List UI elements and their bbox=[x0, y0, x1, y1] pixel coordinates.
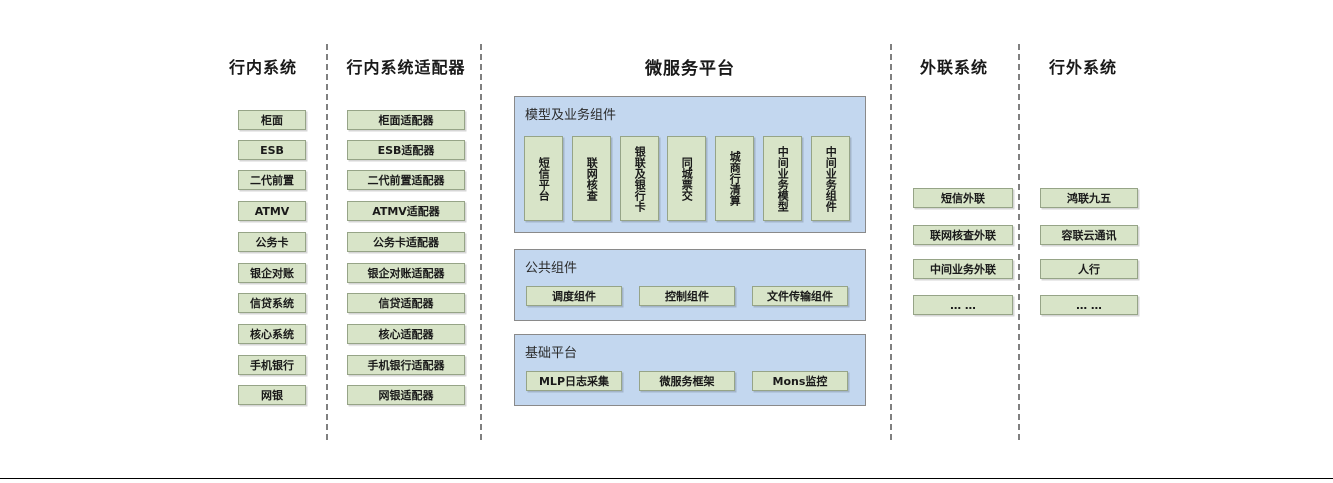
node-outside-bank-system[interactable]: … … bbox=[1040, 295, 1138, 315]
node-label: 中间业务组件 bbox=[824, 145, 838, 212]
column-header-internal-adapters: 行内系统适配器 bbox=[346, 58, 466, 77]
node-internal-adapter[interactable]: ESB适配器 bbox=[347, 140, 465, 160]
node-label: 同城票交 bbox=[680, 156, 694, 201]
node-platform-component[interactable]: 同城票交 bbox=[667, 136, 706, 221]
node-public-component[interactable]: 控制组件 bbox=[639, 286, 735, 306]
node-external-link-system[interactable]: … … bbox=[913, 295, 1013, 315]
node-internal-adapter[interactable]: 公务卡适配器 bbox=[347, 232, 465, 252]
node-public-component[interactable]: 调度组件 bbox=[526, 286, 622, 306]
bottom-divider-rule bbox=[0, 478, 1333, 479]
node-internal-system[interactable]: 网银 bbox=[238, 385, 306, 405]
node-internal-system[interactable]: 信贷系统 bbox=[238, 293, 306, 313]
node-internal-adapter[interactable]: 二代前置适配器 bbox=[347, 170, 465, 190]
node-label: 银联及银行卡 bbox=[633, 145, 647, 212]
node-public-component[interactable]: 文件传输组件 bbox=[752, 286, 848, 306]
node-outside-bank-system[interactable]: 鸿联九五 bbox=[1040, 188, 1138, 208]
panel-public-components: 公共组件 bbox=[514, 249, 866, 321]
node-internal-system[interactable]: ATMV bbox=[238, 201, 306, 221]
node-base-platform-component[interactable]: Mons监控 bbox=[752, 371, 848, 391]
node-internal-adapter[interactable]: 手机银行适配器 bbox=[347, 355, 465, 375]
node-platform-component[interactable]: 中间业务模型 bbox=[763, 136, 802, 221]
node-platform-component[interactable]: 短信平台 bbox=[524, 136, 563, 221]
node-internal-adapter[interactable]: 网银适配器 bbox=[347, 385, 465, 405]
node-internal-system[interactable]: 二代前置 bbox=[238, 170, 306, 190]
node-outside-bank-system[interactable]: 人行 bbox=[1040, 259, 1138, 279]
node-internal-system[interactable]: 公务卡 bbox=[238, 232, 306, 252]
node-label: 联网核查 bbox=[585, 156, 599, 201]
node-label: 中间业务模型 bbox=[776, 145, 790, 212]
panel-base-platform: 基础平台 bbox=[514, 334, 866, 406]
node-internal-adapter[interactable]: 信贷适配器 bbox=[347, 293, 465, 313]
node-internal-system[interactable]: 核心系统 bbox=[238, 324, 306, 344]
node-internal-system[interactable]: 银企对账 bbox=[238, 263, 306, 283]
node-label: 短信平台 bbox=[537, 156, 551, 201]
panel-title-base-platform: 基础平台 bbox=[525, 346, 578, 361]
node-internal-system[interactable]: 手机银行 bbox=[238, 355, 306, 375]
node-outside-bank-system[interactable]: 容联云通讯 bbox=[1040, 225, 1138, 245]
column-header-outside-bank-systems: 行外系统 bbox=[1048, 58, 1117, 77]
column-header-internal-systems: 行内系统 bbox=[228, 58, 297, 77]
divider-3 bbox=[890, 44, 892, 440]
node-internal-adapter[interactable]: ATMV适配器 bbox=[347, 201, 465, 221]
column-header-external-link-systems: 外联系统 bbox=[919, 58, 988, 77]
node-internal-adapter[interactable]: 柜面适配器 bbox=[347, 110, 465, 130]
node-label: 城商行清算 bbox=[728, 151, 742, 206]
divider-2 bbox=[480, 44, 482, 440]
panel-title-public-components: 公共组件 bbox=[525, 261, 578, 276]
node-base-platform-component[interactable]: MLP日志采集 bbox=[526, 371, 622, 391]
node-internal-adapter[interactable]: 银企对账适配器 bbox=[347, 263, 465, 283]
node-internal-system[interactable]: ESB bbox=[238, 140, 306, 160]
divider-1 bbox=[326, 44, 328, 440]
node-base-platform-component[interactable]: 微服务框架 bbox=[639, 371, 735, 391]
node-platform-component[interactable]: 银联及银行卡 bbox=[620, 136, 659, 221]
divider-4 bbox=[1018, 44, 1020, 440]
node-platform-component[interactable]: 城商行清算 bbox=[715, 136, 754, 221]
node-platform-component[interactable]: 联网核查 bbox=[572, 136, 611, 221]
column-header-microservice-platform: 微服务平台 bbox=[645, 59, 735, 79]
node-platform-component[interactable]: 中间业务组件 bbox=[811, 136, 850, 221]
node-external-link-system[interactable]: 中间业务外联 bbox=[913, 259, 1013, 279]
node-external-link-system[interactable]: 短信外联 bbox=[913, 188, 1013, 208]
node-internal-system[interactable]: 柜面 bbox=[238, 110, 306, 130]
node-internal-adapter[interactable]: 核心适配器 bbox=[347, 324, 465, 344]
node-external-link-system[interactable]: 联网核查外联 bbox=[913, 225, 1013, 245]
panel-title-model-business-components: 模型及业务组件 bbox=[525, 108, 617, 123]
